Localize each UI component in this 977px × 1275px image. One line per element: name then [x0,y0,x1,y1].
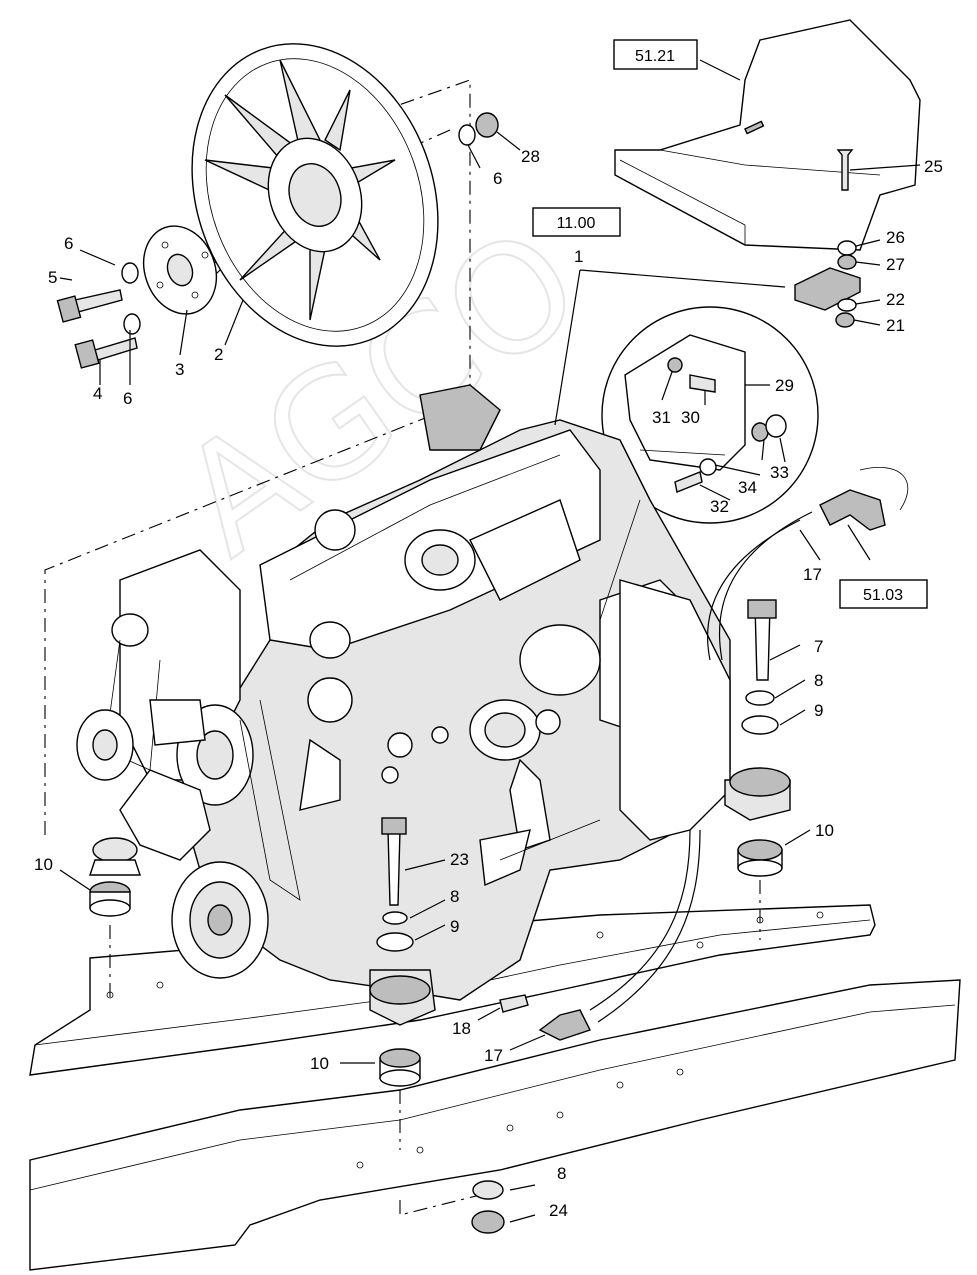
callout-17-lower: 17 [484,1046,503,1065]
callout-5: 5 [48,268,57,287]
callout-26: 26 [886,228,905,247]
fan-assembly [191,43,439,347]
ref-label-51-03: 51.03 [863,587,903,604]
callout-18: 18 [452,1019,471,1038]
ref-label-11-00: 11.00 [557,215,596,232]
callout-labels: 2 3 4 5 6 6 6 28 1 25 26 27 22 21 29 30 … [34,147,943,1220]
callout-28: 28 [521,147,540,166]
callout-8-center: 8 [450,887,459,906]
callout-9-center: 9 [450,917,459,936]
callout-22: 22 [886,290,905,309]
engine-block [179,384,731,1001]
callout-1: 1 [574,247,583,266]
callout-6-lower-washer: 6 [123,389,132,408]
callout-7: 7 [814,637,823,656]
callout-23: 23 [450,850,469,869]
ref-box-51-03: 51.03 [839,579,928,609]
engine-mounts [89,599,791,1234]
cover-panel [614,19,921,328]
callout-33: 33 [770,463,789,482]
ref-label-51-21: 51.21 [635,48,675,65]
callout-17-upper: 17 [803,565,822,584]
callout-34: 34 [738,478,757,497]
callout-10-right: 10 [815,821,834,840]
engine-front-accessories [76,549,301,979]
callout-10-left: 10 [34,855,53,874]
callout-31: 31 [652,408,671,427]
callout-8-bottom: 8 [557,1164,566,1183]
ref-box-51-21: 51.21 [613,39,698,70]
callout-27: 27 [886,255,905,274]
frame-rail-left [29,979,961,1271]
ref-box-11-00: 11.00 [532,207,621,237]
callout-3: 3 [175,360,184,379]
callout-2: 2 [214,345,223,364]
fan-bolts [56,112,499,369]
callout-30: 30 [681,408,700,427]
fan-spacer-plate [142,225,218,315]
detail-inset [601,306,819,524]
callout-4: 4 [93,384,102,403]
callout-24: 24 [549,1201,568,1220]
callout-29: 29 [775,376,794,395]
callout-32: 32 [710,497,729,516]
callout-25: 25 [924,157,943,176]
callout-10-center: 10 [310,1054,329,1073]
callout-6-fan-washer: 6 [493,169,502,188]
callout-21: 21 [886,316,905,335]
leader-lines [59,59,921,1223]
callout-8-right: 8 [814,671,823,690]
callout-6-bolt-washer: 6 [64,234,73,253]
callout-9-right: 9 [814,701,823,720]
hoses [499,467,909,1041]
